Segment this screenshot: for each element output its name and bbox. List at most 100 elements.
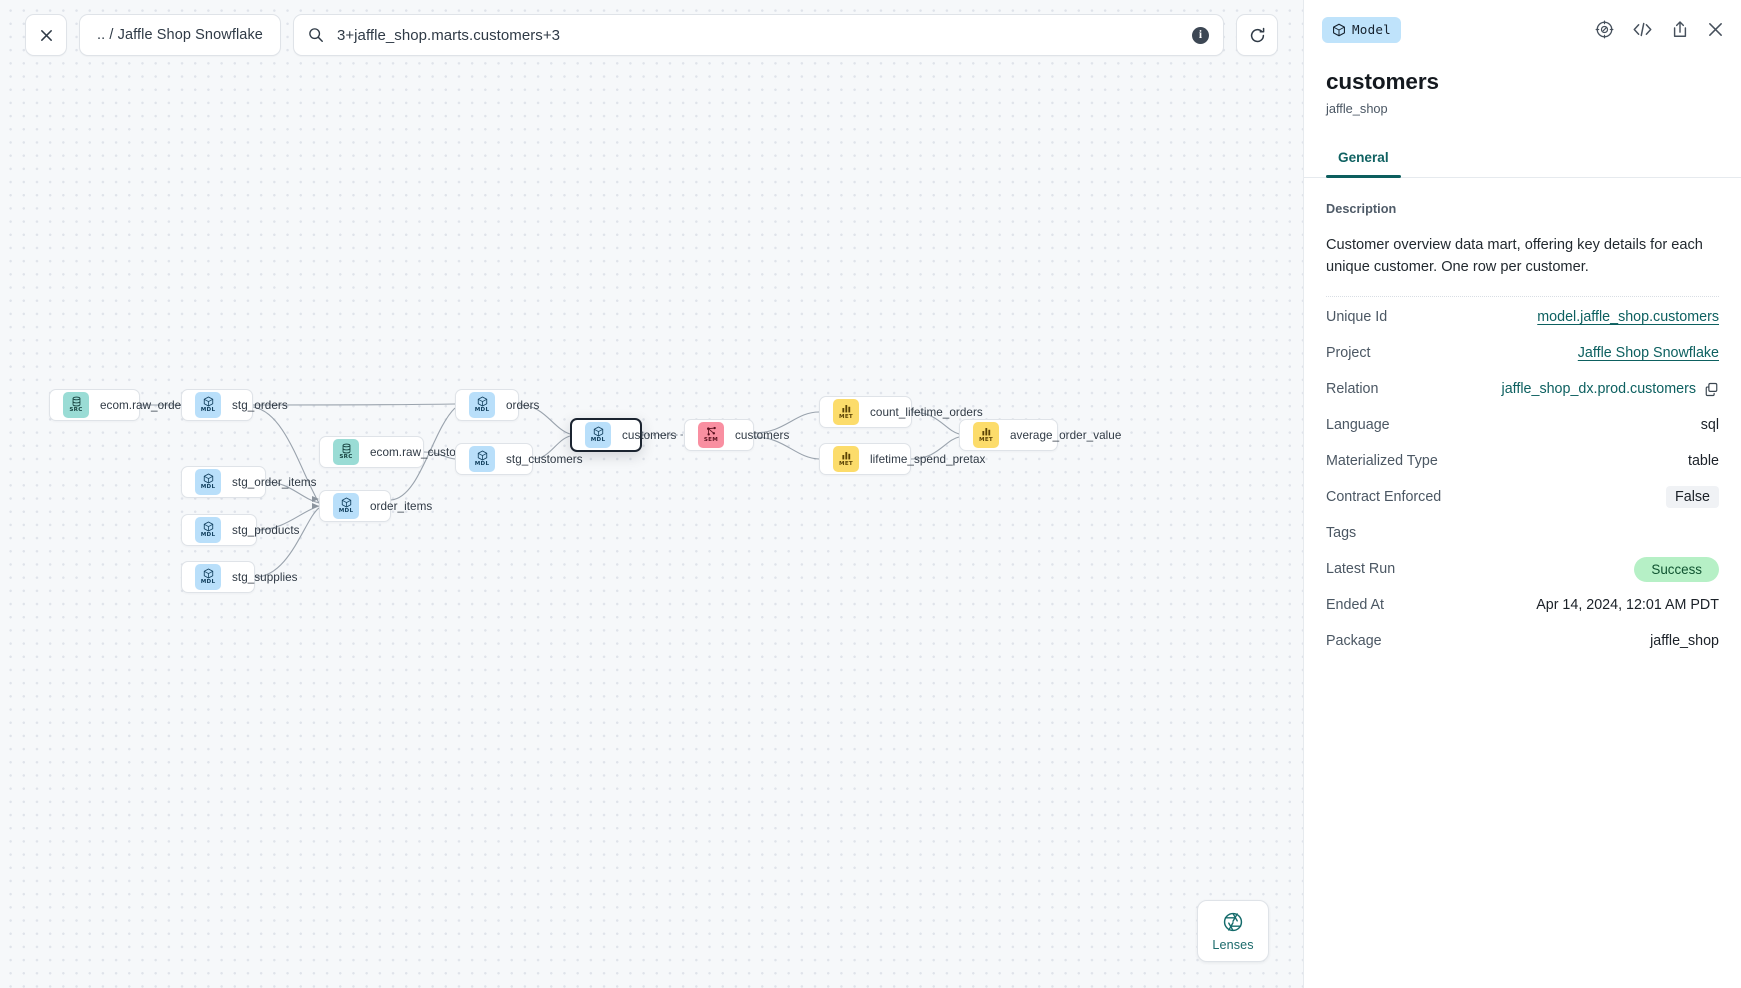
description-text: Customer overview data mart, offering ke… (1326, 237, 1703, 276)
property-row: Contract Enforced False (1326, 479, 1719, 515)
refresh-icon (1250, 27, 1264, 42)
node-type-tag: MDL (200, 532, 216, 539)
property-value-text: sql (1700, 417, 1719, 434)
panel-body[interactable]: Description Customer overview data mart,… (1304, 178, 1741, 988)
node-type-badge-mdl: MDL (469, 446, 495, 472)
description-label: Description (1326, 202, 1397, 216)
property-value: sql (1701, 417, 1719, 433)
node-label: stg_orders (232, 398, 288, 412)
node-type-badge-mdl: MDL (195, 392, 221, 418)
node-label: lifetime_spend_pretax (870, 452, 986, 466)
node-type-tag: MDL (474, 461, 490, 468)
node-type-tag: MDL (338, 508, 354, 515)
node-type-tag: MDL (200, 484, 216, 491)
page-title: customers (1326, 69, 1439, 94)
property-value[interactable]: model.jaffle_shop.customers (1537, 309, 1719, 325)
property-value[interactable]: jaffle_shop_dx.prod.customers (1502, 381, 1719, 397)
property-value-text: jaffle_shop_dx.prod.customers (1501, 381, 1696, 398)
graph-node-count_lifetime_orders[interactable]: MET count_lifetime_orders (819, 396, 983, 428)
property-value-text: jaffle_shop (1650, 633, 1719, 650)
panel-tabs: General (1304, 141, 1741, 178)
graph-node-stg_supplies[interactable]: MDL stg_supplies (181, 561, 298, 593)
graph-node-orders[interactable]: MDL orders (455, 389, 539, 421)
property-key: Package (1326, 633, 1382, 650)
graph-node-ecom_raw_orders[interactable]: SRC ecom.raw_orders (49, 389, 191, 421)
graph-node-order_items[interactable]: MDL order_items (319, 490, 432, 522)
node-type-tag: MET (839, 461, 853, 468)
breadcrumb[interactable]: .. / Jaffle Shop Snowflake (79, 14, 281, 56)
status-badge: Success (1634, 556, 1719, 582)
tab-general[interactable]: General (1326, 141, 1401, 178)
refresh-button[interactable] (1236, 14, 1278, 56)
node-type-badge-met: MET (833, 446, 859, 472)
node-type-label: Model (1352, 22, 1391, 37)
node-type-badge-met: MET (973, 422, 999, 448)
divider (1326, 296, 1719, 298)
cube-icon (477, 396, 487, 407)
graph-node-stg_order_items[interactable]: MDL stg_order_items (181, 466, 317, 498)
close-icon (40, 29, 52, 41)
cube-icon (1333, 23, 1345, 36)
search-input[interactable] (334, 25, 1181, 45)
property-key: Contract Enforced (1326, 489, 1442, 506)
node-label: average_order_value (1010, 428, 1122, 442)
node-type-tag: MET (839, 414, 853, 421)
share-icon[interactable] (1671, 20, 1689, 39)
close-panel-icon[interactable] (1707, 21, 1724, 38)
code-icon[interactable] (1632, 20, 1653, 39)
node-type-badge-src: SRC (333, 439, 359, 465)
panel-subtitle: jaffle_shop (1326, 101, 1388, 116)
info-icon[interactable]: i (1192, 26, 1209, 44)
cube-icon (477, 450, 487, 461)
node-type-badge-mdl: MDL (333, 493, 359, 519)
node-label: customers (622, 428, 677, 442)
graph-node-stg_customers[interactable]: MDL stg_customers (455, 443, 583, 475)
node-label: stg_customers (506, 452, 583, 466)
metric-bars-icon (981, 428, 990, 436)
property-value-text: table (1687, 453, 1719, 470)
node-type-badge-mdl: MDL (469, 392, 495, 418)
canvas-toolbar: .. / Jaffle Shop Snowflake i (0, 0, 1303, 70)
node-label: ecom.raw_orders (100, 398, 192, 412)
node-type-tag: MDL (200, 579, 216, 586)
search-bar[interactable]: i (292, 14, 1224, 56)
node-type-badge-sem: SEM (698, 422, 724, 448)
property-value[interactable]: Jaffle Shop Snowflake (1578, 345, 1719, 361)
node-type-badge-mdl: MDL (585, 422, 611, 448)
property-value: Apr 14, 2024, 12:01 AM PDT (1536, 597, 1719, 613)
node-type-tag: MET (979, 437, 993, 444)
node-type-badge-src: SRC (63, 392, 89, 418)
node-label: count_lifetime_orders (870, 405, 983, 419)
graph-node-stg_products[interactable]: MDL stg_products (181, 514, 299, 546)
metric-bars-icon (841, 452, 850, 460)
property-value-text: model.jaffle_shop.customers (1537, 309, 1719, 326)
property-row: Tags (1326, 515, 1719, 551)
node-type-tag: SRC (339, 454, 353, 461)
node-label: order_items (370, 499, 433, 513)
graph-node-average_order_value[interactable]: MET average_order_value (959, 419, 1121, 451)
node-type-tag: MDL (590, 437, 606, 444)
node-label: stg_supplies (232, 570, 298, 584)
node-label: stg_order_items (232, 475, 317, 489)
explore-icon[interactable] (1595, 20, 1614, 39)
property-row: Latest Run Success (1326, 551, 1719, 587)
property-key: Latest Run (1326, 561, 1396, 578)
lenses-button[interactable]: Lenses (1197, 900, 1269, 962)
node-label: stg_products (232, 523, 300, 537)
graph-node-customers_model[interactable]: MDL customers (570, 418, 676, 452)
node-label: orders (506, 398, 540, 412)
close-lineage-button[interactable] (25, 14, 67, 56)
node-type-badge[interactable]: Model (1322, 16, 1401, 43)
graph-node-lifetime_spend_pretax[interactable]: MET lifetime_spend_pretax (819, 443, 985, 475)
copy-icon[interactable] (1704, 382, 1719, 397)
graph-node-stg_orders[interactable]: MDL stg_orders (181, 389, 288, 421)
property-value: False (1666, 486, 1719, 509)
property-key: Ended At (1326, 597, 1385, 614)
